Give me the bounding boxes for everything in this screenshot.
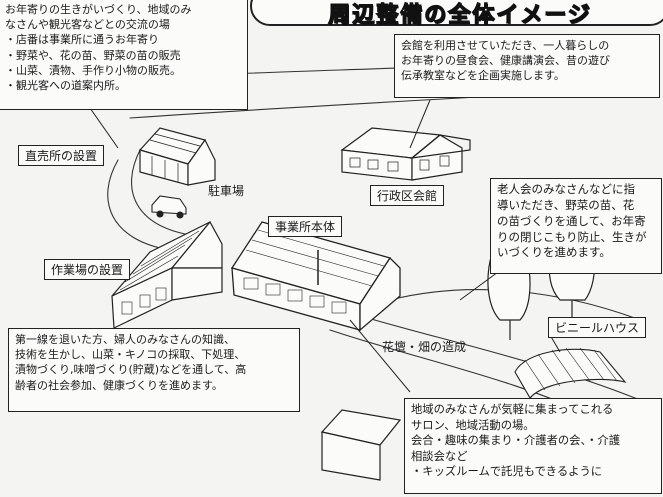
callout-line: いづくりを進めます。 [497,245,611,260]
main-office-building [230,221,401,332]
callout-line: 技術を生かし、山菜・キノコの採取、下処理、 [15,348,246,362]
direct-shop-label: 直売所の設置 [18,145,105,166]
greenhouse-label: ビニールハウス [548,317,647,338]
main-office-label: 事業所本体 [268,216,343,237]
callout-line: ・野菜や、花の苗、野菜の苗の販売 [5,48,181,62]
callout-line: ・山菜、漬物、手作り小物の販売。 [5,63,181,77]
workshop-label: 作業場の設置 [44,259,131,280]
road-lower-2 [339,309,641,401]
callout-line: 地域のみなさんが気軽に集まってこれる [411,403,614,416]
direct-shop-building [138,127,216,186]
callout-line: 会合・趣味の集まり・介護者の会、・介護 [411,434,620,448]
callout-line: 齢者の社会参加、健康づくりを進めます。 [15,378,223,392]
callout-line: 相談会など [411,449,468,463]
exchange-callout: お年寄りの生きがいづくり、地域のみ なさんや観光客などとの交流の場 ・店番は事業… [0,0,248,110]
callout-line: お年寄りの生きがいづくり、地域のみ [5,3,192,16]
page-title: 周辺整備の全体イメージ [328,2,592,28]
callout-line: ・観光客への道案内所。 [5,78,126,92]
flowerbed-label: 花壇・畑の造成 [382,340,467,354]
callout-line: 伝承教室などを企画実施します。 [401,69,565,83]
callout-line: 第一線を退いた方、婦人のみなさんの知識、 [15,333,235,346]
pointer-elders [459,271,499,301]
car-icon [151,195,187,219]
road-left-2 [131,149,191,236]
callout-line: 老人会のみなさんなどに指 [497,182,635,196]
small-shed-building [320,409,402,481]
callout-line: サロン、地域活動の場。 [411,418,535,432]
callout-line: なさんや観光客などとの交流の場 [5,18,170,32]
pointer-hall [409,99,431,149]
parking-label: 駐車場 [208,184,245,198]
callout-line: りの閉じこもり防止、生きが [497,229,647,244]
callout-line: 漬物づくり,味噌づくり(貯蔵)などを通して、高 [15,363,247,377]
callout-line: お年寄りの昼食会、健康講演会、昔の遊び [401,54,610,68]
salon-callout: 地域のみなさんが気軽に集まってこれる サロン、地域活動の場。 会合・趣味の集まり… [404,398,662,494]
retired-callout: 第一線を退いた方、婦人のみなさんの知識、 技術を生かし、山菜・キノコの採取、下処… [8,328,300,412]
callout-line: 会館を利用させていただき、一人暮らしの [401,39,610,52]
pointer-salon [349,319,411,393]
admin-hall-label: 行政区会館 [370,185,445,206]
elders-callout: 老人会のみなさんなどに指 導いただき、野菜の苗、花 の苗づくりを通して、お年寄 … [490,178,662,274]
road-left [107,159,171,251]
callout-line: の苗づくりを通して、お年寄 [497,213,646,228]
callout-line: ・キッズルームで託児もできるように [411,465,603,479]
title-banner: 周辺整備の全体イメージ [250,0,663,29]
admin-hall-building [340,127,471,181]
callout-line: ・店番は事業所に通うお年寄り [5,33,159,47]
workshop-building [111,220,223,329]
pointer-exchange [89,107,119,149]
greenhouse-structure [514,347,627,399]
hall-callout: 会館を利用させていただき、一人暮らしの お年寄りの昼食会、健康講演会、昔の遊び … [394,34,660,98]
callout-line: 導いただき、野菜の苗、花 [497,197,635,212]
